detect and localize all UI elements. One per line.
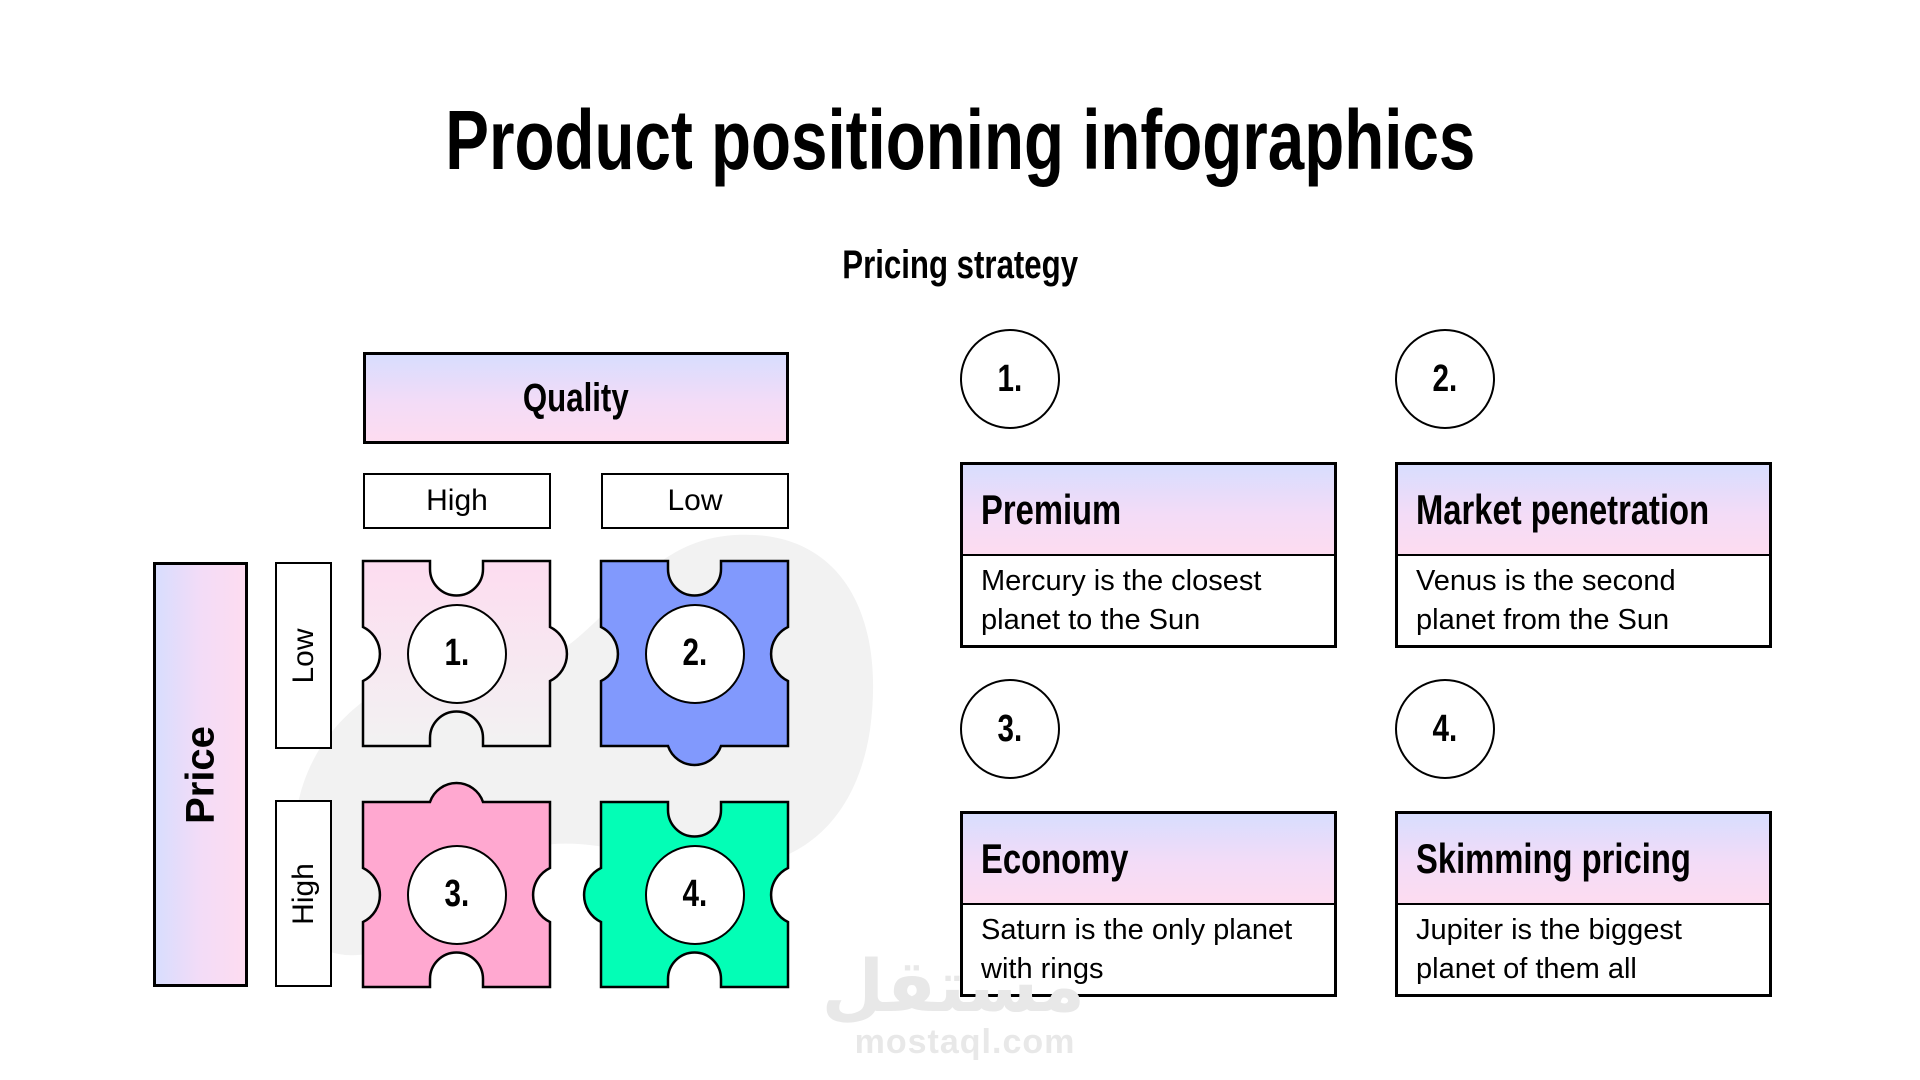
piece-number-badge: 4. (644, 844, 745, 945)
puzzle-piece-4: 4. (582, 800, 790, 989)
piece-number-badge: 2. (644, 603, 745, 704)
piece-number-badge: 3. (406, 844, 507, 945)
card-header: Skimming pricing (1398, 814, 1769, 905)
watermark-arabic: مستقل (821, 944, 1085, 1028)
card-description: Venus is the second planet from the Sun (1416, 565, 1676, 636)
page-title: Product positioning infographics (444, 93, 1476, 187)
strategy-card-market-penetration: Market penetration Venus is the second p… (1395, 462, 1772, 648)
card-number-circle-3: 3. (960, 679, 1060, 779)
watermark-latin: mostaql.com (854, 1023, 1076, 1061)
card-description: Mercury is the closest planet to the Sun (981, 565, 1262, 636)
section-subtitle: Pricing strategy (842, 243, 1078, 287)
strategy-card-premium: Premium Mercury is the closest planet to… (960, 462, 1337, 648)
column-label-low: Low (601, 473, 789, 529)
quality-axis-header: Quality (363, 352, 789, 444)
piece-number-badge: 1. (406, 603, 507, 704)
card-header: Market penetration (1398, 465, 1769, 556)
puzzle-piece-1: 1. (361, 559, 569, 748)
column-label-high: High (363, 473, 551, 529)
card-description: Saturn is the only planet with rings (981, 914, 1293, 985)
card-number-circle-1: 1. (960, 329, 1060, 429)
watermark: مستقل mostaql.com (821, 944, 1085, 1062)
card-header: Premium (963, 465, 1334, 556)
puzzle-piece-3: 3. (361, 781, 552, 989)
row-label-low: Low (275, 562, 332, 749)
row-label-high: High (275, 800, 332, 987)
card-number-circle-4: 4. (1395, 679, 1495, 779)
card-number-circle-2: 2. (1395, 329, 1495, 429)
card-header: Economy (963, 814, 1334, 905)
card-description: Jupiter is the biggest planet of them al… (1416, 914, 1682, 985)
strategy-card-economy: Economy Saturn is the only planet with r… (960, 811, 1337, 997)
strategy-card-skimming-pricing: Skimming pricing Jupiter is the biggest … (1395, 811, 1772, 997)
price-axis-header: Price (153, 562, 248, 987)
puzzle-piece-2: 2. (599, 559, 790, 767)
